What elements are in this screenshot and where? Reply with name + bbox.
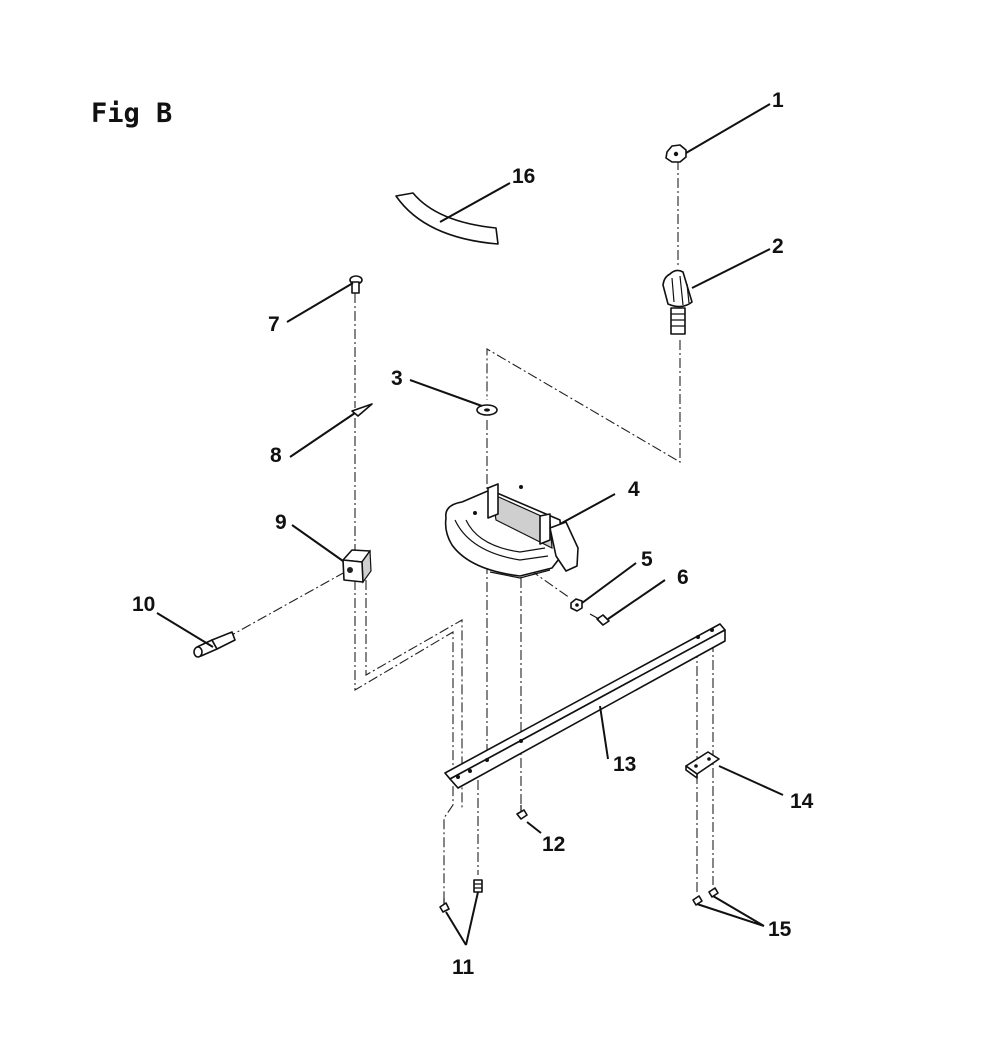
part-10-handle (193, 631, 236, 658)
callout-15: 15 (768, 918, 792, 941)
callout-4: 4 (628, 478, 640, 501)
callout-1: 1 (772, 89, 784, 112)
callout-6: 6 (677, 566, 689, 589)
callout-7: 7 (268, 313, 280, 336)
callout-11: 11 (452, 956, 475, 979)
callout-10: 10 (132, 593, 155, 616)
callout-9: 9 (275, 511, 287, 534)
part-11-screws (439, 879, 483, 913)
callout-14: 14 (790, 790, 814, 813)
part-4-miter-gauge (444, 483, 579, 579)
part-1-knob-cap (665, 144, 687, 163)
part-7-screw (349, 275, 363, 294)
part-3-washer (476, 404, 498, 416)
part-14-plate (685, 751, 720, 779)
callout-8: 8 (270, 444, 282, 467)
callout-12: 12 (542, 833, 565, 856)
callout-2: 2 (772, 235, 784, 258)
part-9-block (342, 549, 372, 584)
part-2-knob (662, 269, 693, 335)
part-5-nut (570, 598, 583, 612)
part-12-screw (516, 805, 528, 820)
callout-16: 16 (512, 165, 535, 188)
callout-5: 5 (641, 548, 653, 571)
callout-labels: 1 2 3 4 5 6 7 8 9 10 11 12 13 14 15 16 (132, 89, 814, 979)
callout-13: 13 (613, 753, 636, 776)
part-13-bar (444, 623, 726, 789)
leader-lines (156, 103, 784, 946)
figure-title: Fig B (91, 98, 172, 129)
part-6-screw (589, 613, 610, 626)
part-15-screws (692, 887, 719, 906)
callout-3: 3 (391, 367, 403, 390)
